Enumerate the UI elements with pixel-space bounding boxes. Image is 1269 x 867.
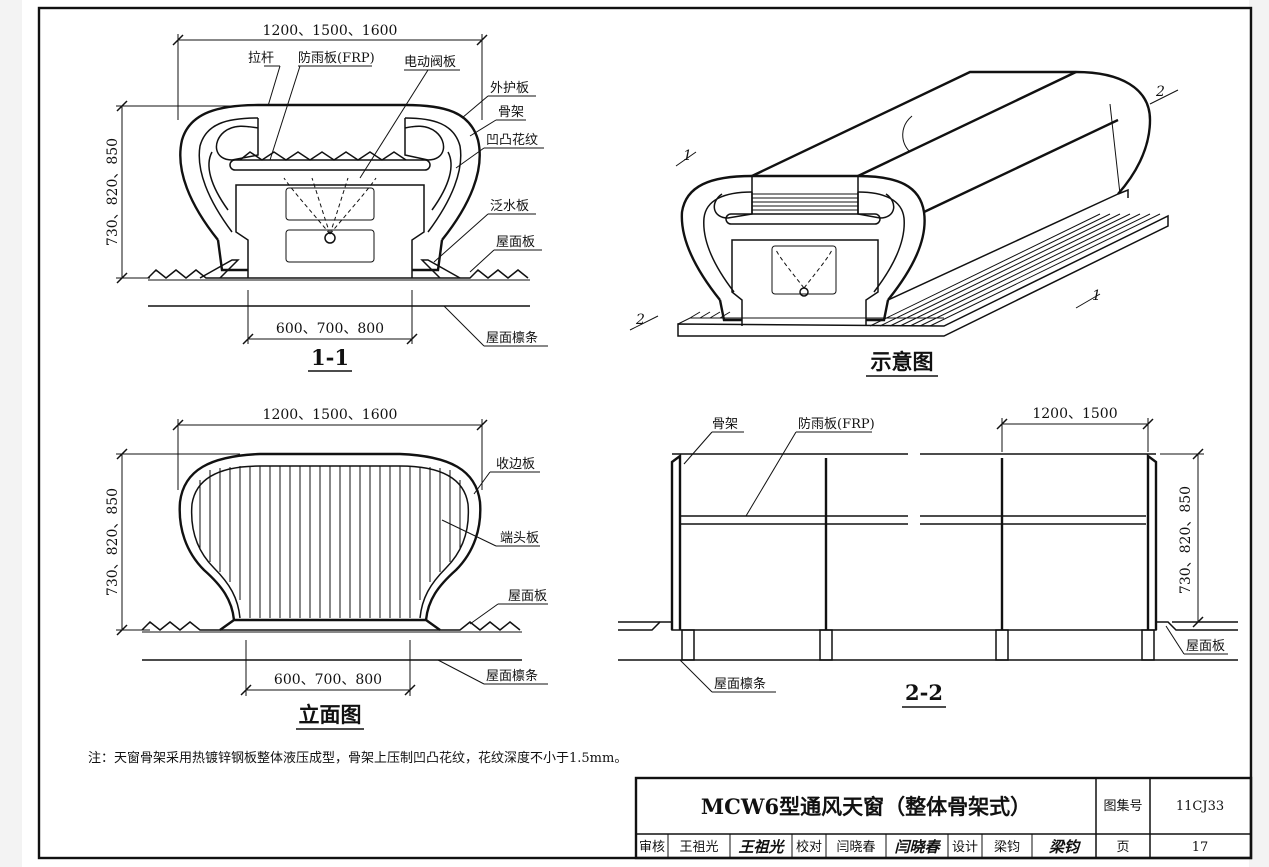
designer-name: 梁钧 <box>994 840 1020 855</box>
label-2-2-frame: 骨架 <box>712 417 738 432</box>
design-label: 设计 <box>952 840 978 855</box>
checker-signature: 闫晓春 <box>894 838 941 856</box>
label-2-2-roof-panel: 屋面板 <box>1186 639 1225 654</box>
elevation-view: 1200、1500、1600 730、820、850 <box>105 407 548 730</box>
review-label: 审核 <box>639 840 665 855</box>
elevation-dim-bottom: 600、700、800 <box>274 672 382 688</box>
schematic-view: 1 2 2 1 示意图 <box>629 70 1179 377</box>
schematic-marker-2-bottom: 2 <box>635 312 645 328</box>
label-electric-valve: 电动阀板 <box>404 55 456 70</box>
section-2-2-caption: 2-2 <box>905 680 943 705</box>
label-tie-rod: 拉杆 <box>248 51 274 66</box>
label-elevation-purlin: 屋面檩条 <box>486 668 538 684</box>
title-block: MCW6型通风天窗（整体骨架式） 图集号 11CJ33 页 17 审核 王祖光 … <box>634 776 1253 860</box>
viewer-margin-right <box>1249 0 1269 867</box>
general-note: 注：天窗骨架采用热镀锌钢板整体液压成型，骨架上压制凹凸花纹，花纹深度不小于1.5… <box>88 750 627 766</box>
reviewer-signature: 王祖光 <box>738 838 785 856</box>
label-purlin: 屋面檩条 <box>486 330 538 346</box>
section-1-1-dim-top: 1200、1500、1600 <box>263 23 398 39</box>
label-end-panel: 端头板 <box>500 531 539 546</box>
label-outer-panel: 外护板 <box>490 81 529 96</box>
elevation-dim-height: 730、820、850 <box>105 488 121 596</box>
label-frame: 骨架 <box>498 105 524 120</box>
checker-name: 闫晓春 <box>836 840 875 855</box>
section-1-1-dim-height: 730、820、850 <box>105 138 121 246</box>
label-emboss: 凹凸花纹 <box>486 132 538 148</box>
label-2-2-purlin: 屋面檩条 <box>714 676 766 692</box>
section-2-2-dim-height: 730、820、850 <box>1178 486 1194 594</box>
page-label: 页 <box>1116 840 1129 855</box>
label-flashing: 泛水板 <box>490 199 529 214</box>
section-1-1-view: 1200、1500、1600 730、820、850 <box>105 23 548 372</box>
drawing-title: MCW6型通风天窗（整体骨架式） <box>701 794 1031 819</box>
designer-signature: 梁钧 <box>1048 838 1082 856</box>
section-1-1-caption: 1-1 <box>311 345 349 370</box>
schematic-marker-1-top: 1 <box>683 148 692 164</box>
atlas-label: 图集号 <box>1103 798 1142 814</box>
reviewer-name: 王祖光 <box>679 840 718 855</box>
label-roof-panel: 屋面板 <box>496 235 535 250</box>
label-rain-panel: 防雨板(FRP) <box>298 50 375 66</box>
page-number: 17 <box>1192 840 1209 855</box>
label-elevation-roof-panel: 屋面板 <box>508 589 547 604</box>
check-label: 校对 <box>796 839 822 855</box>
section-1-1-dim-bottom: 600、700、800 <box>276 321 384 337</box>
atlas-number: 11CJ33 <box>1176 799 1224 814</box>
elevation-dim-top: 1200、1500、1600 <box>263 407 398 423</box>
section-2-2-dim-top: 1200、1500 <box>1032 406 1117 422</box>
schematic-marker-2-top: 2 <box>1155 84 1165 100</box>
elevation-caption: 立面图 <box>299 702 362 727</box>
end-panel-hatch <box>199 466 461 618</box>
label-edge-panel: 收边板 <box>496 457 535 472</box>
schematic-caption: 示意图 <box>871 349 934 374</box>
label-2-2-rain-panel: 防雨板(FRP) <box>798 416 875 432</box>
section-2-2-view: 730、820、850 1200、1500 骨架 防雨板(FRP) 屋面板 屋面… <box>618 406 1238 708</box>
viewer-margin-left <box>0 0 22 867</box>
